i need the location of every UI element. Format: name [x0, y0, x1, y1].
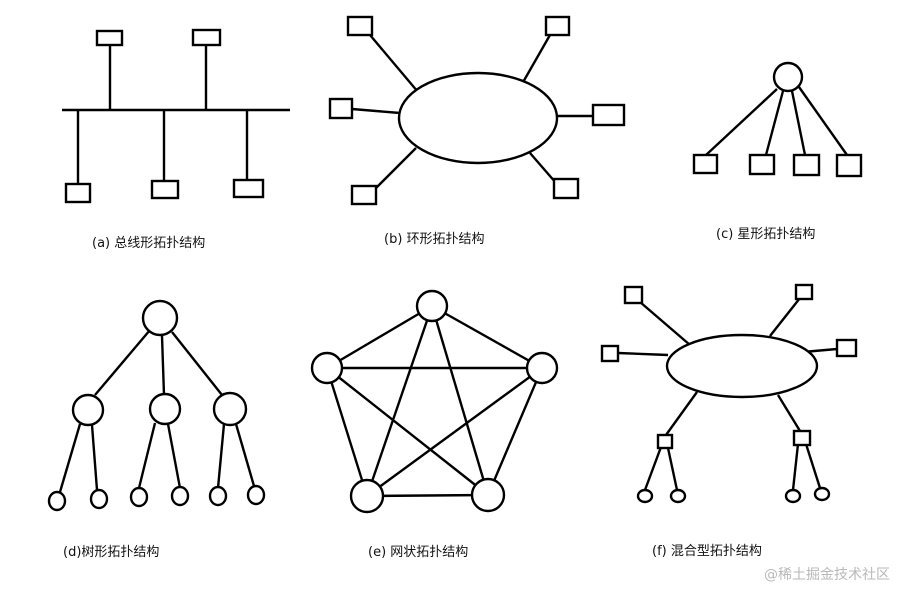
hybrid-node — [600, 344, 620, 363]
hybrid-leaf — [813, 486, 831, 502]
mesh-link — [365, 305, 434, 497]
mesh-node — [415, 289, 449, 323]
hybrid-subhub — [792, 429, 812, 447]
mesh-node — [525, 351, 559, 385]
tree-root — [141, 299, 179, 337]
tree-leaf — [47, 490, 67, 512]
hybrid-link — [769, 297, 801, 337]
mesh-link — [325, 367, 369, 497]
hybrid-ellipse — [665, 333, 819, 399]
caption-star: (c) 星形拓扑结构 — [716, 227, 816, 242]
bus-node — [150, 179, 180, 200]
hybrid-link — [665, 391, 698, 436]
star-node — [835, 153, 863, 178]
bus-node — [232, 178, 265, 199]
tree-link — [137, 422, 157, 489]
caption-bus: (a) 总线形拓扑结构 — [92, 236, 206, 251]
tree-link — [90, 424, 99, 491]
mesh-node — [349, 478, 385, 514]
bus-node — [191, 28, 222, 47]
tree-topology — [47, 299, 266, 512]
hybrid-link — [643, 446, 663, 491]
mesh-topology — [310, 289, 559, 514]
tree-link — [94, 329, 151, 396]
caption-hybrid: (f) 混合型拓扑结构 — [652, 544, 762, 559]
hybrid-subhub — [656, 433, 674, 450]
star-link — [798, 86, 848, 156]
star-node — [748, 153, 776, 176]
tree-branch — [212, 391, 248, 427]
tree-leaf — [89, 488, 109, 510]
bus-node — [95, 29, 124, 47]
hybrid-node — [794, 283, 814, 301]
hybrid-leaf — [784, 488, 802, 504]
hybrid-link — [791, 443, 800, 491]
hybrid-link — [666, 447, 679, 491]
star-node — [692, 153, 719, 175]
mesh-link — [326, 304, 433, 370]
tree-leaf — [170, 485, 190, 507]
tree-link — [234, 423, 256, 487]
hybrid-link — [804, 443, 822, 489]
watermark: @稀土掘金技术社区 — [764, 567, 890, 583]
caption-tree: (d)树形拓扑结构 — [63, 545, 160, 560]
mesh-link — [366, 493, 489, 498]
star-hub — [772, 61, 804, 93]
tree-link — [160, 335, 166, 396]
ring-node — [350, 184, 378, 206]
ring-ellipse — [397, 71, 559, 165]
tree-link — [216, 423, 226, 489]
hybrid-leaf — [669, 488, 687, 504]
bus-node — [64, 182, 92, 204]
hybrid-node — [835, 338, 858, 358]
tree-link — [166, 423, 182, 489]
star-link — [764, 90, 785, 156]
caption-ring: (b) 环形拓扑结构 — [384, 232, 485, 247]
hybrid-link — [639, 301, 691, 346]
hybrid-node — [623, 285, 644, 305]
star-link — [790, 90, 807, 156]
ring-node — [328, 97, 354, 120]
tree-branch — [148, 392, 182, 426]
star-link — [705, 88, 778, 156]
mesh-node — [310, 351, 344, 385]
mesh-link — [431, 304, 543, 370]
tree-link — [171, 331, 223, 396]
tree-link — [58, 423, 82, 493]
tree-leaf — [208, 485, 228, 507]
ring-node — [552, 177, 580, 200]
ring-link — [520, 34, 552, 85]
mesh-link — [430, 305, 490, 496]
star-topology — [692, 61, 863, 178]
ring-topology — [328, 15, 626, 206]
bus-topology — [62, 28, 290, 204]
ring-link — [369, 34, 419, 93]
tree-leaf — [129, 486, 149, 508]
tree-branch — [71, 393, 105, 427]
mesh-link — [366, 367, 543, 497]
star-node — [792, 153, 821, 177]
tree-leaf — [246, 484, 266, 506]
ring-link — [373, 147, 417, 191]
ring-link — [351, 107, 401, 115]
mesh-node — [470, 477, 506, 513]
mesh-link — [486, 367, 544, 496]
ring-node — [544, 15, 571, 37]
mesh-link — [326, 367, 489, 496]
ring-link — [529, 152, 557, 184]
ring-node — [591, 103, 626, 127]
hybrid-topology — [600, 283, 858, 504]
hybrid-link — [776, 394, 802, 432]
hybrid-leaf — [636, 488, 654, 504]
hybrid-link — [617, 351, 669, 357]
ring-node — [346, 15, 374, 37]
caption-mesh: (e) 网状拓扑结构 — [368, 545, 469, 560]
